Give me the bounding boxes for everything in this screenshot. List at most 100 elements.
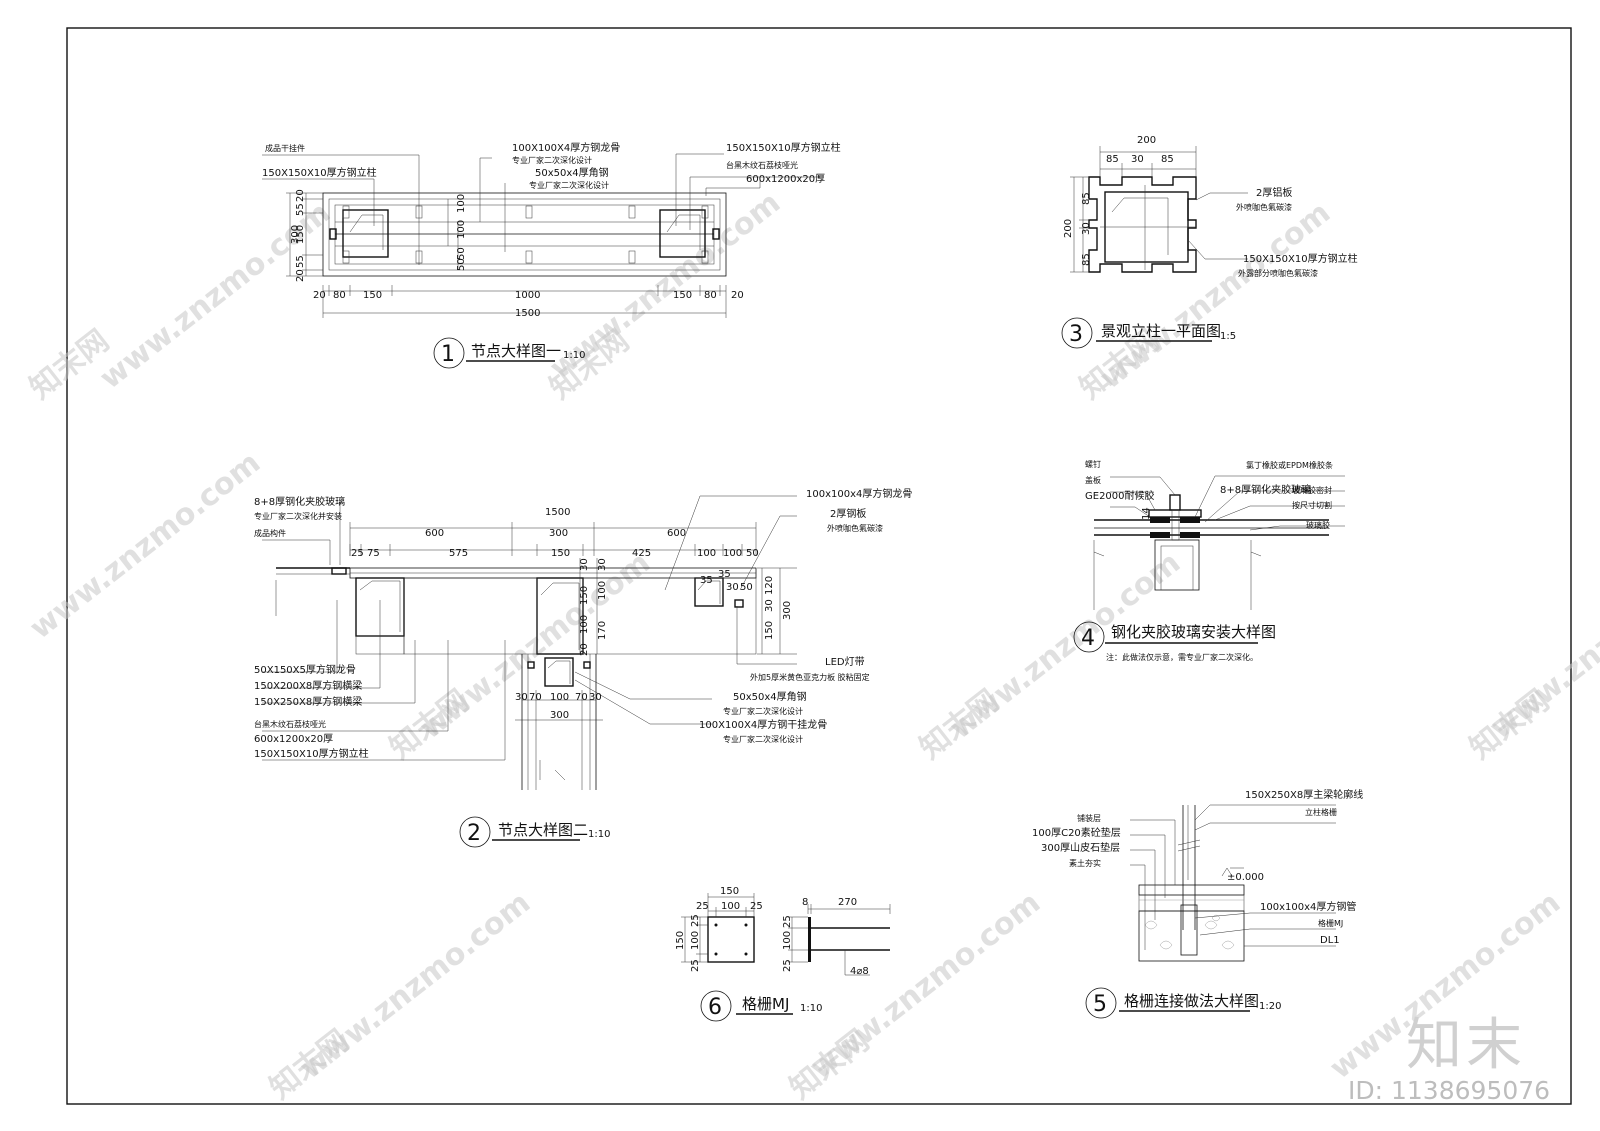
detail-6-title: 格栅MJ <box>742 995 789 1013</box>
d6-dim: 25 <box>696 901 709 912</box>
d3-label: 外喷咖色氟碳漆 <box>1236 202 1292 212</box>
detail-4-note: 注：此做法仅示意，需专业厂家二次深化。 <box>1106 652 1258 662</box>
detail-1-number-circle <box>433 337 465 369</box>
d1-dim: 150 <box>363 290 382 301</box>
d1-dim: 20 <box>731 290 744 301</box>
detail-5-drawing <box>1130 804 1336 962</box>
detail-6-text: 150 25 100 25 150 25 100 25 8 270 25 100… <box>675 886 869 1022</box>
d5-label: 300厚山皮石垫层 <box>1041 841 1120 854</box>
d2-label: 50x50x4厚角钢 <box>733 690 807 703</box>
detail-2-title: 节点大样图二 <box>498 821 588 839</box>
d2-label: 外喷咖色氟碳漆 <box>827 523 883 533</box>
d2-dim: 50 <box>746 548 759 559</box>
detail-2-text: 8+8厚钢化夹胶玻璃 专业厂家二次深化并安装 成品构件 100x100x4厚方钢… <box>254 487 912 848</box>
d2-dim: 30 <box>597 558 608 571</box>
d2-dim: 30 <box>764 599 775 612</box>
d2-dim: 100 <box>550 692 569 703</box>
d3-dim: 30 <box>1131 154 1144 165</box>
detail-5-title: 格栅连接做法大样图 <box>1124 992 1259 1010</box>
detail-6-number-circle <box>700 990 732 1022</box>
sheet-frame <box>66 27 1572 1105</box>
d2-label: LED灯带 <box>825 656 865 668</box>
brand-logo-watermark: 知末 <box>1406 1013 1526 1078</box>
detail-4-number: 4 <box>1081 626 1095 651</box>
d4-label: GE2000耐候胶 <box>1085 489 1155 502</box>
d5-label: 立柱格栅 <box>1305 807 1337 817</box>
d1-dim: 150 <box>673 290 692 301</box>
d6-dim: 150 <box>675 931 686 950</box>
d4-label: 盖板 <box>1085 475 1101 485</box>
d2-dim: 70 <box>575 692 588 703</box>
d1-dim: 300 <box>290 225 301 244</box>
d6-dim: 100 <box>721 901 740 912</box>
d2-label: 2厚钢板 <box>830 507 866 520</box>
d1-dim: 20 <box>313 290 326 301</box>
d3-dim: 85 <box>1106 154 1119 165</box>
image-id-watermark: ID: 1138695076 <box>1348 1076 1551 1105</box>
d4-label: 螺钉 <box>1085 459 1101 469</box>
d1-label: 台黑木纹石荔枝哑光 <box>726 160 798 170</box>
d3-dim: 200 <box>1063 219 1074 238</box>
detail-3-drawing <box>1070 146 1248 273</box>
d6-label: 4⌀8 <box>850 966 869 977</box>
d2-label: 台黑木纹石荔枝哑光 <box>254 719 326 729</box>
d1-dim: 150 <box>295 225 306 244</box>
d2-label: 专业厂家二次深化并安装 <box>254 511 342 521</box>
watermark-layer: www.znzmo.com www.znzmo.com www.znzmo.co… <box>23 185 1600 1106</box>
d6-dim: 270 <box>838 897 857 908</box>
d1-label: 150X150X10厚方钢立柱 <box>262 166 377 179</box>
d2-label: 100x100x4厚方钢龙骨 <box>806 487 912 500</box>
d2-dim: 50 <box>740 582 753 593</box>
detail-1-drawing <box>262 153 820 318</box>
detail-2-drawing <box>262 495 797 790</box>
d6-dim: 25 <box>750 901 763 912</box>
d2-label: 600x1200x20厚 <box>254 733 333 745</box>
d1-dim: 55 <box>295 255 306 268</box>
detail-3-number: 3 <box>1069 322 1083 347</box>
d2-dim: 70 <box>529 692 542 703</box>
detail-3-scale: 1:5 <box>1220 331 1236 342</box>
d1-dim: 80 <box>333 290 346 301</box>
d2-dim: 25 <box>351 548 364 559</box>
detail-1-number: 1 <box>441 342 455 367</box>
detail-2-scale: 1:10 <box>588 829 610 840</box>
detail-5-number-circle <box>1085 987 1117 1019</box>
d2-label: 50X150X5厚方钢龙骨 <box>254 663 356 676</box>
d6-dim: 100 <box>690 931 701 950</box>
d1-dim: 55 <box>295 203 306 216</box>
watermark-brand: 知末网 <box>783 1023 875 1106</box>
detail-4-number-circle <box>1073 621 1105 653</box>
d2-dim: 300 <box>782 601 793 620</box>
d2-dim: 75 <box>367 548 380 559</box>
d2-label: 专业厂家二次深化设计 <box>723 734 803 744</box>
d2-dim: 600 <box>667 528 686 539</box>
d3-label: 150X150X10厚方钢立柱 <box>1243 252 1358 265</box>
detail-1-scale: 1:10 <box>563 350 585 361</box>
detail-4-drawing <box>1093 475 1345 610</box>
detail-3-number-circle <box>1061 317 1093 349</box>
d2-dim: 100 <box>723 548 742 559</box>
d3-label: 2厚铝板 <box>1256 186 1292 199</box>
d2-dim: 425 <box>632 548 651 559</box>
d2-dim: 35 <box>718 569 731 580</box>
d5-label: 素土夯实 <box>1069 858 1101 868</box>
d3-dim: 200 <box>1137 135 1156 146</box>
d2-dim: 150 <box>551 548 570 559</box>
detail-3-text: 200 85 30 85 200 85 30 85 2厚铝板 外喷咖色氟碳漆 1… <box>1061 135 1358 349</box>
d2-dim: 35 <box>700 575 713 586</box>
d1-label: 成品干挂件 <box>265 143 305 153</box>
detail-4-title: 钢化夹胶玻璃安装大样图 <box>1111 623 1276 641</box>
d2-dim: 300 <box>550 710 569 721</box>
d6-dim: 25 <box>690 959 701 972</box>
d1-dim: 80 <box>704 290 717 301</box>
d6-dim: 8 <box>802 897 808 908</box>
d2-dim: 300 <box>549 528 568 539</box>
d4-label: 氯丁橡胶或EPDM橡胶条 <box>1246 460 1333 470</box>
d2-label: 150X150X10厚方钢立柱 <box>254 747 369 760</box>
detail-6-number: 6 <box>708 995 722 1020</box>
d3-dim: 85 <box>1081 253 1092 266</box>
d1-dim: 100 <box>456 194 467 213</box>
d5-label: 格栅MJ <box>1318 918 1343 928</box>
d5-label: ±0.000 <box>1227 872 1264 883</box>
detail-5-number: 5 <box>1093 992 1107 1017</box>
